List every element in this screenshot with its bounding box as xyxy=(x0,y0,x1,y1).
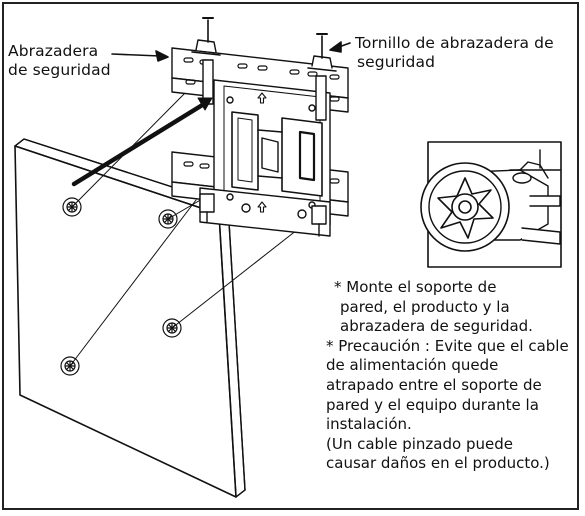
note-line: pared, el producto y la xyxy=(340,297,510,316)
note-line: * Monte el soporte de xyxy=(334,278,497,296)
clamp-label-line: de seguridad xyxy=(8,61,111,79)
clamp-screw-label: Tornillo de abrazadera de seguridad xyxy=(355,34,554,72)
page-frame xyxy=(2,2,579,510)
note-line: * Precaución : Evite que el cable xyxy=(326,336,569,355)
clamp-screw-label-line: Tornillo de abrazadera de xyxy=(355,34,554,52)
arrow-icon xyxy=(257,201,267,213)
note-line: causar daños en el producto.) xyxy=(326,454,550,473)
security-clamp-lower-left xyxy=(199,193,215,223)
instruction-notes: * Monte el soporte de pared, el producto… xyxy=(326,278,569,474)
clamp-screw-label-line: seguridad xyxy=(357,53,436,71)
clamp-label: Abrazadera de seguridad xyxy=(8,42,111,80)
note-line: (Un cable pinzado puede xyxy=(326,434,513,453)
arrow-icon xyxy=(257,92,267,104)
note-line: pared y el equipo durante la xyxy=(326,395,539,414)
note-pinch: (Un cable pinzado puede causar daños en … xyxy=(326,435,569,474)
mounting-arrow-icon xyxy=(71,97,213,187)
clamp-label-line: Abrazadera xyxy=(8,42,99,60)
magnifier-detail-icon xyxy=(420,141,562,268)
security-clamp-left xyxy=(191,17,221,105)
label-pointers xyxy=(111,41,351,62)
note-mount: * Monte el soporte de pared, el producto… xyxy=(326,278,569,337)
note-line: atrapado entre el soporte de xyxy=(326,375,542,394)
security-clamp-right xyxy=(307,33,337,121)
wall-bracket xyxy=(171,47,349,237)
note-caution: * Precaución : Evite que el cable de ali… xyxy=(326,337,569,435)
note-line: abrazadera de seguridad. xyxy=(340,317,533,336)
note-line: de alimentación quede xyxy=(326,356,499,375)
security-clamp-lower-right xyxy=(311,205,327,237)
note-line: instalación. xyxy=(326,415,412,434)
